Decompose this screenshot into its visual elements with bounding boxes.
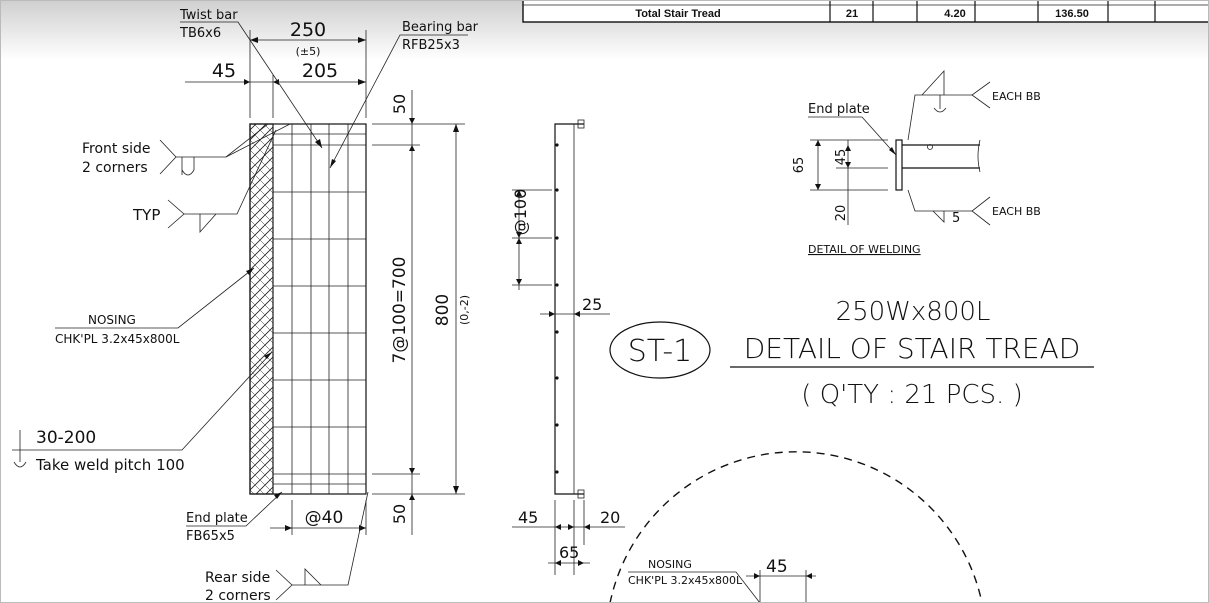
detail-mark: ST-1 bbox=[628, 334, 693, 369]
dim-pitch: 7@100=700 bbox=[390, 257, 410, 364]
side-holes bbox=[555, 143, 559, 474]
weld-dim-45: 45 bbox=[834, 149, 849, 166]
nosing-detail-circle: NOSING CHK'PL 3.2x45x800L 45 bbox=[609, 451, 983, 603]
table-total-sum: 136.50 bbox=[1055, 8, 1089, 20]
dim-50-bottom: 50 bbox=[390, 504, 409, 524]
grating-outline bbox=[249, 123, 367, 495]
twist-bar-spec: TB6x6 bbox=[179, 26, 221, 41]
bearing-bar-spec: RFB25x3 bbox=[402, 38, 460, 53]
twist-bars bbox=[273, 133, 366, 485]
dim-side-at100: @100 bbox=[511, 189, 530, 236]
dim-side-65: 65 bbox=[559, 543, 579, 562]
dim-205: 205 bbox=[302, 60, 338, 82]
side-hole bbox=[555, 188, 559, 192]
bearing-bars bbox=[272, 124, 349, 494]
weld-pitch-note: Take weld pitch 100 bbox=[35, 456, 185, 474]
side-hole bbox=[555, 236, 559, 240]
end-plate-spec: FB65x5 bbox=[186, 529, 235, 544]
table-total-weight: 4.20 bbox=[944, 8, 965, 20]
drawing-title-block: 250Wx800L ST-1 DETAIL OF STAIR TREAD ( Q… bbox=[609, 297, 1094, 410]
dim-at40: @40 bbox=[305, 508, 344, 528]
weld-end-plate-label: End plate bbox=[808, 102, 870, 117]
dim-width-tolerance: (±5) bbox=[296, 45, 321, 58]
each-bb-top: EACH BB bbox=[992, 90, 1041, 103]
table-total-label: Total Stair Tread bbox=[635, 8, 720, 20]
dim-length: 800 bbox=[433, 294, 453, 326]
circle-dim-45: 45 bbox=[766, 557, 788, 577]
weld-dim-20: 20 bbox=[834, 205, 849, 222]
tread-size-label: 250Wx800L bbox=[836, 297, 991, 327]
circle-nosing-title: NOSING bbox=[648, 558, 692, 571]
front-side-corners: 2 corners bbox=[82, 160, 148, 176]
tread-side-view: @100 25 45 20 65 bbox=[511, 119, 625, 575]
circle-nosing-spec: CHK'PL 3.2x45x800L bbox=[628, 574, 743, 587]
dim-side-20: 20 bbox=[600, 508, 620, 527]
dim-length-tolerance: (0,-2) bbox=[458, 295, 471, 325]
nosing-title: NOSING bbox=[88, 313, 136, 327]
dim-50-top: 50 bbox=[390, 94, 409, 114]
bom-table-row: Total Stair Tread 21 4.20 136.50 bbox=[522, 0, 1209, 23]
nosing-spec: CHK'PL 3.2x45x800L bbox=[55, 332, 180, 346]
rear-side-label: Rear side bbox=[205, 570, 270, 586]
weld-size-5: 5 bbox=[952, 211, 960, 226]
side-hole bbox=[555, 376, 559, 380]
each-bb-bottom: EACH BB bbox=[992, 205, 1041, 218]
dim-side-45: 45 bbox=[518, 508, 538, 527]
twist-bar-title: Twist bar bbox=[179, 8, 238, 23]
tread-plan-view: 250 (±5) 205 45 50 50 7@100=700 800 (0,-… bbox=[185, 19, 471, 535]
weld-dim-65: 65 bbox=[792, 157, 807, 174]
side-hole bbox=[555, 470, 559, 474]
field-weld-symbol bbox=[181, 157, 195, 176]
side-hole bbox=[555, 330, 559, 334]
detail-title: DETAIL OF STAIR TREAD bbox=[744, 332, 1081, 365]
side-hole bbox=[555, 143, 559, 147]
dim-side-25: 25 bbox=[582, 295, 602, 314]
side-hole bbox=[555, 423, 559, 427]
welding-detail-caption: DETAIL OF WELDING bbox=[808, 243, 921, 256]
detail-quantity: ( Q'TY : 21 PCS. ) bbox=[801, 380, 1022, 410]
dim-width: 250 bbox=[290, 19, 326, 41]
side-hole bbox=[555, 283, 559, 287]
front-side-label: Front side bbox=[82, 141, 151, 157]
rear-side-corners: 2 corners bbox=[205, 588, 271, 603]
dim-45: 45 bbox=[212, 60, 236, 82]
bearing-bar-title: Bearing bar bbox=[402, 20, 479, 35]
typ-label: TYP bbox=[132, 206, 160, 224]
table-total-qty: 21 bbox=[846, 8, 858, 20]
plan-callouts: Twist bar TB6x6 Bearing bar RFB25x3 Fron… bbox=[12, 8, 479, 603]
weld-pitch-range: 30-200 bbox=[36, 428, 96, 448]
end-plate-title: End plate bbox=[186, 511, 248, 526]
welding-detail: End plate EACH BB 5 EACH BB 65 45 20 DET… bbox=[792, 69, 1041, 256]
